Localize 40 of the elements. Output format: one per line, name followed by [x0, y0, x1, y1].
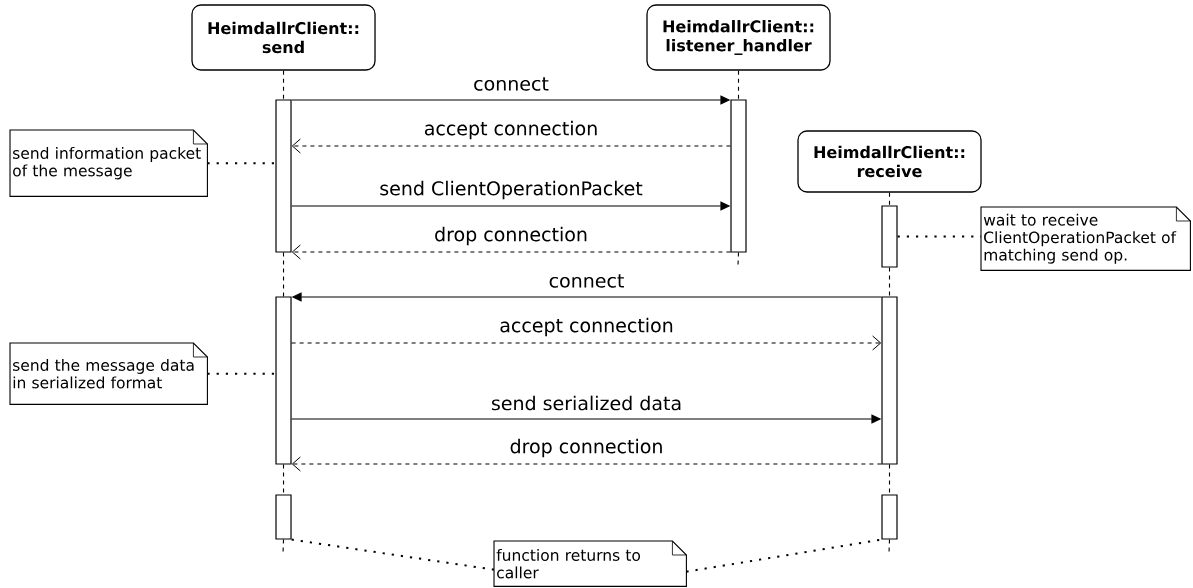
- leader-line: [896, 235, 982, 238]
- lifeline: [888, 464, 891, 495]
- lifeline-header: HeimdallrClient:: receive: [797, 130, 982, 193]
- leader-line: [206, 162, 277, 165]
- lifeline: [282, 464, 285, 495]
- note: wait to receive ClientOperationPacket of matching send op.: [980, 206, 1191, 271]
- message-label: accept connection: [422, 119, 600, 141]
- message-arrow: [291, 138, 731, 154]
- lifeline-header: HeimdallrClient:: listener_handler: [646, 4, 831, 71]
- message-label: accept connection: [498, 316, 675, 338]
- lifeline: [888, 267, 891, 297]
- activation-bar: [881, 296, 898, 465]
- activation-bar: [881, 205, 898, 268]
- lifeline: [888, 192, 891, 206]
- message-label: drop connection: [433, 225, 589, 247]
- message-label: drop connection: [508, 437, 665, 459]
- activation-bar: [730, 99, 747, 253]
- lifeline: [737, 70, 740, 100]
- note: send the message data in serialized format: [9, 342, 208, 405]
- activation-bar: [275, 494, 292, 540]
- message-label: send serialized data: [489, 394, 684, 412]
- lifeline: [282, 70, 285, 100]
- message-label: send ClientOperationPacket: [378, 179, 644, 201]
- activation-bar: [275, 99, 292, 253]
- lifeline: [737, 252, 740, 266]
- lifeline: [282, 539, 285, 554]
- message-arrow: [291, 335, 882, 351]
- activation-bar: [275, 296, 292, 465]
- note: send information packet of the message: [9, 129, 208, 197]
- message-label: connect: [547, 273, 626, 289]
- leader-line: [206, 372, 277, 375]
- lifeline: [282, 252, 285, 297]
- leader-line: [290, 538, 495, 571]
- lifeline: [888, 539, 891, 554]
- lifeline-header: HeimdallrClient:: send: [191, 4, 376, 71]
- activation-bar: [881, 494, 898, 540]
- message-arrow: [291, 244, 731, 260]
- message-arrow: [291, 456, 882, 472]
- note: function returns to caller: [493, 540, 687, 587]
- message-label: connect: [472, 76, 550, 92]
